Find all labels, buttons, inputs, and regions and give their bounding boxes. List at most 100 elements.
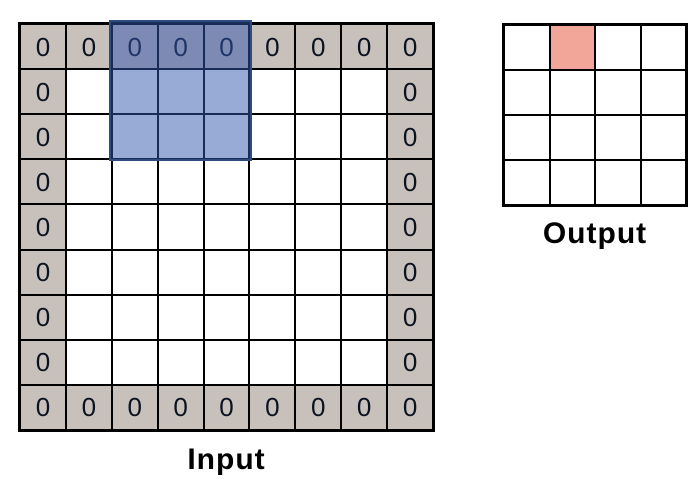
input-cell: 0 (21, 115, 65, 159)
input-cell (112, 250, 157, 294)
input-cell (158, 205, 203, 249)
input-cell (342, 340, 387, 384)
input-cell: 0 (21, 205, 65, 249)
input-cell (250, 160, 295, 204)
input-cell: 0 (388, 25, 432, 69)
input-cell (204, 295, 249, 339)
output-cell (550, 26, 594, 69)
input-cell (158, 70, 203, 114)
output-cell (641, 116, 685, 159)
input-cell: 0 (66, 25, 111, 69)
input-cell: 0 (342, 25, 387, 69)
input-cell (204, 160, 249, 204)
input-cell (66, 205, 111, 249)
input-cell: 0 (112, 25, 157, 69)
input-cell (250, 295, 295, 339)
output-cell (596, 116, 640, 159)
input-cell (296, 295, 341, 339)
input-cell (296, 250, 341, 294)
input-cell: 0 (112, 385, 157, 429)
output-grid-label: Output (542, 217, 648, 250)
input-cell: 0 (388, 115, 432, 159)
input-cell (204, 340, 249, 384)
output-grid (502, 23, 688, 207)
input-cell: 0 (250, 25, 295, 69)
output-cell (505, 161, 549, 204)
input-cell: 0 (21, 385, 65, 429)
input-cell (296, 70, 341, 114)
input-cell (342, 160, 387, 204)
input-cell (250, 70, 295, 114)
input-cell (342, 295, 387, 339)
input-cell (342, 70, 387, 114)
output-cell (505, 116, 549, 159)
input-cell (250, 115, 295, 159)
input-cell: 0 (388, 205, 432, 249)
input-cell: 0 (342, 385, 387, 429)
input-cell (66, 295, 111, 339)
output-cell (641, 26, 685, 69)
output-cell (505, 26, 549, 69)
input-cell: 0 (388, 385, 432, 429)
output-cell (641, 161, 685, 204)
input-cell (112, 70, 157, 114)
input-cell (250, 205, 295, 249)
input-cell: 0 (21, 70, 65, 114)
input-cell: 0 (250, 385, 295, 429)
output-cell (641, 71, 685, 114)
input-cell: 0 (66, 385, 111, 429)
input-cell: 0 (388, 340, 432, 384)
input-cell (296, 115, 341, 159)
input-cell (342, 205, 387, 249)
output-cell (550, 71, 594, 114)
input-cell (204, 205, 249, 249)
input-cell: 0 (204, 25, 249, 69)
output-cell (550, 161, 594, 204)
input-cell (250, 250, 295, 294)
input-cell (158, 250, 203, 294)
input-cell (158, 160, 203, 204)
output-cell (505, 71, 549, 114)
input-cell: 0 (388, 250, 432, 294)
output-cell (596, 71, 640, 114)
input-cell (66, 340, 111, 384)
input-cell (66, 70, 111, 114)
input-cell (158, 340, 203, 384)
input-cell (112, 205, 157, 249)
output-cell (596, 26, 640, 69)
input-cell (342, 115, 387, 159)
input-cell (342, 250, 387, 294)
input-cell: 0 (296, 25, 341, 69)
input-grid-label: Input (187, 443, 266, 476)
input-cell: 0 (388, 295, 432, 339)
input-cell: 0 (21, 340, 65, 384)
input-cell (66, 160, 111, 204)
input-cell (158, 295, 203, 339)
input-cell (296, 340, 341, 384)
input-cell (112, 160, 157, 204)
input-cell (204, 70, 249, 114)
input-cell (250, 340, 295, 384)
input-cell: 0 (204, 385, 249, 429)
input-cell (66, 115, 111, 159)
input-cell (112, 295, 157, 339)
input-cell: 0 (388, 160, 432, 204)
input-cell (296, 205, 341, 249)
input-cell: 0 (21, 250, 65, 294)
input-cell: 0 (21, 25, 65, 69)
input-cell: 0 (158, 385, 203, 429)
input-cell (66, 250, 111, 294)
input-cell: 0 (21, 160, 65, 204)
input-cell: 0 (158, 25, 203, 69)
input-cell (112, 115, 157, 159)
input-cell (112, 340, 157, 384)
input-cell: 0 (388, 70, 432, 114)
input-cell: 0 (21, 295, 65, 339)
input-cell (204, 115, 249, 159)
input-cell (204, 250, 249, 294)
input-cell: 0 (296, 385, 341, 429)
output-cell (550, 116, 594, 159)
input-cell (158, 115, 203, 159)
